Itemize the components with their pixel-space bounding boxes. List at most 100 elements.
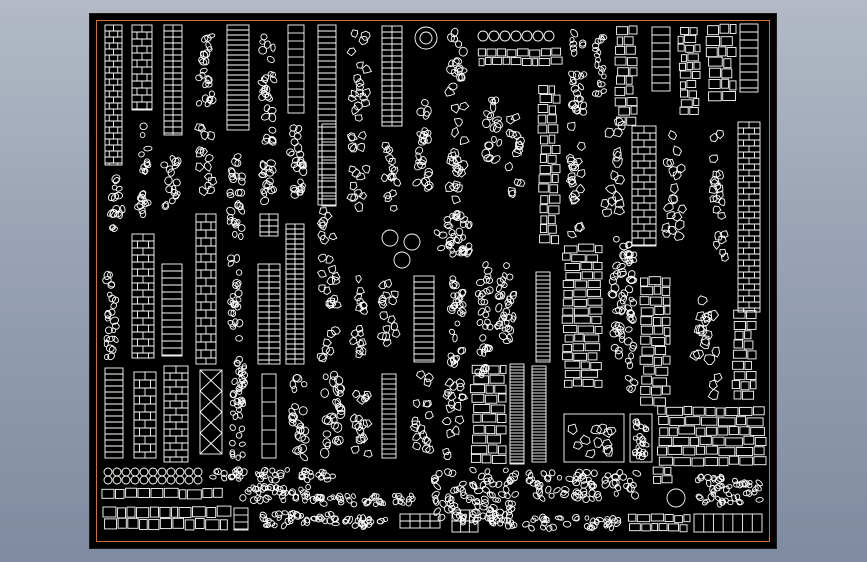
strip-pebble-e[interactable]	[304, 492, 417, 508]
pattern-ladder-ca[interactable]	[104, 367, 124, 459]
pattern-ladder-cj[interactable]	[381, 373, 397, 459]
pattern-brick-bd[interactable]	[195, 213, 217, 365]
pattern-flagstone-cp[interactable]	[563, 413, 625, 463]
strip-circle-i[interactable]	[666, 488, 686, 508]
pattern-pebble-bn[interactable]	[493, 262, 518, 344]
pattern-stone-z[interactable]	[600, 117, 626, 217]
pattern-pebble-a[interactable]	[195, 33, 217, 108]
strip-flagstone-f[interactable]	[430, 466, 520, 526]
pattern-pebble-br[interactable]	[623, 240, 639, 393]
pattern-block-cr[interactable]	[657, 405, 767, 467]
pattern-round-top[interactable]	[414, 26, 438, 50]
pattern-stone-cg[interactable]	[287, 373, 310, 462]
pattern-circles-af[interactable]	[381, 229, 421, 269]
pattern-stone-ab[interactable]	[661, 129, 688, 241]
pattern-brick-bb[interactable]	[131, 233, 155, 359]
strip-rect-p[interactable]	[451, 509, 479, 533]
pattern-stone-u[interactable]	[444, 86, 470, 205]
drawing-sheet[interactable]	[89, 13, 777, 549]
pattern-pebble-b[interactable]	[257, 33, 278, 123]
pattern-block-cm[interactable]	[469, 364, 507, 464]
strip-ladder-t[interactable]	[693, 513, 763, 533]
pattern-stone-cl[interactable]	[441, 377, 469, 461]
strip-block-k[interactable]	[102, 505, 232, 531]
pattern-ladder-q[interactable]	[321, 123, 337, 207]
pattern-pebble-bl[interactable]	[446, 275, 468, 369]
pattern-ladder-cf[interactable]	[261, 373, 277, 459]
pattern-pebble-ba[interactable]	[102, 270, 120, 361]
pattern-stone-bt[interactable]	[689, 295, 723, 400]
pattern-stone-bi[interactable]	[349, 274, 369, 359]
pattern-cross-ae[interactable]	[259, 213, 279, 237]
pattern-block-bs[interactable]	[639, 276, 671, 407]
strip-pebble-r[interactable]	[521, 513, 622, 532]
pattern-stone-k[interactable]	[134, 122, 153, 219]
pattern-ladder-cn[interactable]	[509, 363, 525, 465]
strip-rect-o[interactable]	[399, 513, 441, 529]
pattern-stone-j[interactable]	[106, 173, 126, 233]
cad-drawing[interactable]	[90, 14, 778, 550]
pattern-pebble-d[interactable]	[567, 28, 588, 116]
pattern-mixed-g[interactable]	[677, 27, 701, 115]
pattern-herringbone-ad[interactable]	[737, 121, 761, 313]
pattern-block-h[interactable]	[705, 23, 737, 102]
pattern-stone-m[interactable]	[194, 123, 218, 197]
strip-brick-c[interactable]	[101, 487, 223, 500]
strip-circles-a[interactable]	[103, 467, 203, 485]
pattern-pebble-o[interactable]	[258, 126, 277, 206]
pattern-stone-ci[interactable]	[349, 389, 373, 458]
pattern-stone-w[interactable]	[504, 112, 526, 199]
strip-pebble-j[interactable]	[694, 473, 764, 508]
strip-rect-l[interactable]	[233, 507, 249, 531]
pattern-pebble-t[interactable]	[412, 98, 434, 192]
strip-block-h[interactable]	[652, 466, 673, 484]
pattern-ladder-bo[interactable]	[535, 271, 551, 363]
pattern-brick-bc[interactable]	[161, 263, 183, 357]
strip-block-s[interactable]	[627, 513, 691, 533]
pattern-pebble-p[interactable]	[286, 124, 308, 199]
pattern-pebble-be[interactable]	[227, 254, 244, 342]
pattern-stone-ac[interactable]	[708, 129, 729, 262]
strip-wave-d[interactable]	[239, 482, 322, 505]
pattern-cluster-ag[interactable]	[433, 209, 473, 258]
strip-cobble-n[interactable]	[342, 514, 389, 531]
pattern-stone-y[interactable]	[565, 100, 586, 239]
pattern-bricks-aa[interactable]	[631, 125, 657, 247]
pattern-ladder-i[interactable]	[739, 23, 759, 93]
strip-pebble-b[interactable]	[209, 466, 336, 484]
pattern-stone-ch[interactable]	[319, 370, 346, 459]
pattern-ladder-co[interactable]	[531, 365, 547, 463]
pattern-block-f[interactable]	[614, 25, 638, 126]
pattern-pebble-n[interactable]	[225, 153, 247, 240]
pattern-block-bp[interactable]	[561, 243, 603, 388]
pattern-pebble-v[interactable]	[481, 96, 504, 165]
pattern-slab-column[interactable]	[651, 26, 671, 92]
pattern-pebble-c[interactable]	[446, 27, 468, 91]
pattern-herringbone-a[interactable]	[104, 24, 123, 166]
pattern-ladder-b[interactable]	[287, 24, 305, 114]
pattern-plank-column[interactable]	[163, 24, 183, 136]
strip-pebble-m[interactable]	[259, 509, 340, 530]
pattern-rect-bk[interactable]	[413, 275, 435, 363]
pattern-brick-cb[interactable]	[133, 371, 157, 459]
pattern-block-bu[interactable]	[731, 309, 757, 400]
strip-pebble-g[interactable]	[525, 468, 642, 504]
pattern-pebble-ce[interactable]	[229, 355, 249, 461]
pattern-stone-bj[interactable]	[376, 278, 401, 347]
pattern-brick-stack[interactable]	[131, 24, 153, 111]
pattern-stone-b[interactable]	[346, 29, 373, 122]
pattern-ladder-d[interactable]	[381, 25, 403, 127]
pattern-grid-bg[interactable]	[285, 223, 305, 365]
pattern-pebble-bm[interactable]	[474, 261, 494, 379]
pattern-stone-bh[interactable]	[316, 207, 342, 363]
pattern-stone-ck[interactable]	[409, 370, 435, 454]
pattern-stone-r[interactable]	[346, 130, 371, 212]
pattern-block-x[interactable]	[537, 85, 561, 245]
pattern-diamond-cd[interactable]	[199, 369, 223, 455]
pattern-stone-s[interactable]	[380, 141, 402, 212]
pattern-cobble-row[interactable]	[477, 30, 563, 67]
pattern-circle-grid-cq[interactable]	[629, 413, 653, 463]
pattern-ladder-a[interactable]	[226, 24, 250, 131]
pattern-pebble-e[interactable]	[591, 34, 608, 98]
strip-pebble-q[interactable]	[487, 510, 518, 530]
